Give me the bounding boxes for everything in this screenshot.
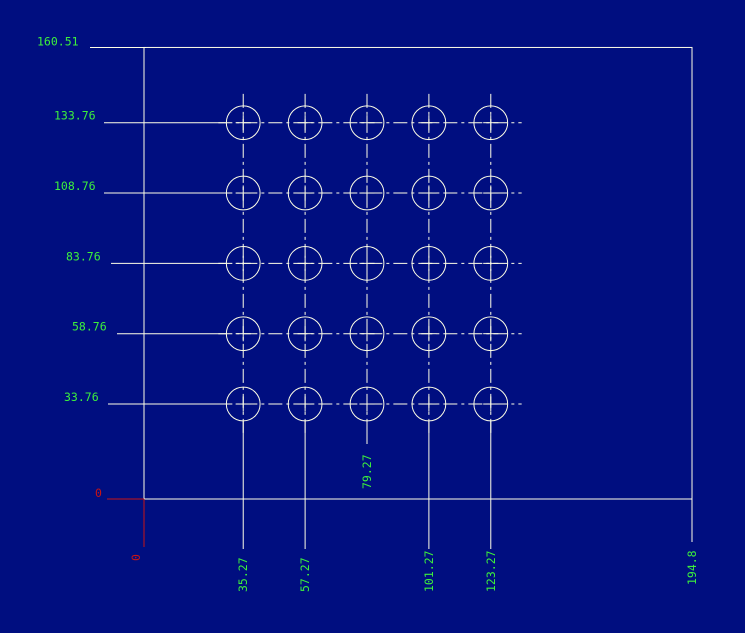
- hole: [349, 175, 385, 211]
- plate-outline: [143, 46, 693, 500]
- hole: [411, 175, 447, 211]
- dimension-column: 57.27: [298, 557, 312, 592]
- hole: [411, 245, 447, 281]
- dimension-column: 101.27: [422, 550, 436, 592]
- origin-marker: 00: [95, 486, 145, 561]
- hole: [411, 105, 447, 141]
- dimension-row: 108.76: [54, 179, 96, 193]
- part-geometry: [90, 46, 693, 549]
- hole: [349, 105, 385, 141]
- hole: [473, 245, 509, 281]
- dimension-row: 133.76: [54, 109, 96, 123]
- hole: [287, 245, 323, 281]
- hole: [411, 386, 447, 422]
- hole: [349, 245, 385, 281]
- hole: [411, 316, 447, 352]
- dimension-labels: 160.51 133.76 108.76 83.76 58.76 33.76 35.27 57…: [37, 34, 699, 592]
- hole: [473, 175, 509, 211]
- hole: [349, 316, 385, 352]
- origin-label-x: 0: [129, 554, 143, 561]
- dimension-column-middle: 79.27: [360, 454, 374, 489]
- hole: [287, 105, 323, 141]
- hole: [473, 316, 509, 352]
- hole: [287, 316, 323, 352]
- hole: [473, 105, 509, 141]
- dimension-row: 83.76: [66, 249, 101, 263]
- origin-label-y: 0: [95, 486, 102, 500]
- dimension-row: 58.76: [72, 320, 107, 334]
- dimension-plate-width: 194.8: [685, 550, 699, 585]
- hole: [287, 175, 323, 211]
- hole: [349, 386, 385, 422]
- hole: [473, 386, 509, 422]
- dimension-row: 33.76: [64, 390, 99, 404]
- hole: [287, 386, 323, 422]
- dimension-column: 123.27: [484, 550, 498, 592]
- dimension-column: 35.27: [236, 557, 250, 592]
- dimension-plate-height: 160.51: [37, 34, 79, 48]
